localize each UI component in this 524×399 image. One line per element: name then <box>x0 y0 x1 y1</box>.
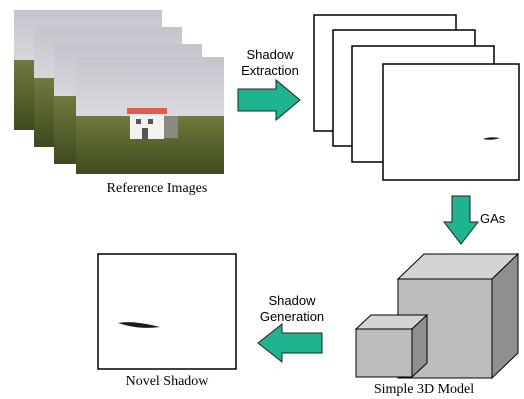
shadow-frame-stack <box>313 14 520 181</box>
novel-shadow-label: Novel Shadow <box>125 374 209 389</box>
novel-shadow-blob <box>118 322 160 328</box>
down-arrow-icon <box>442 195 480 245</box>
reference-images-label: Reference Images <box>106 181 208 196</box>
right-arrow-icon <box>237 78 301 122</box>
shadow-generation-line2: Generation <box>259 309 325 324</box>
novel-shadow-frame <box>97 253 237 370</box>
house-icon <box>127 108 178 139</box>
shadow-generation-line1: Shadow <box>268 293 316 308</box>
gas-label: GAs <box>480 211 506 226</box>
left-arrow-icon <box>257 322 323 364</box>
simple-3d-model-label: Simple 3D Model <box>373 382 475 397</box>
shadow-extraction-line1: Shadow <box>246 47 294 62</box>
shadow-extraction-line2: Extraction <box>241 63 299 78</box>
small-cube <box>354 313 429 379</box>
shadow-extraction-label: Shadow Extraction <box>232 47 308 79</box>
simple-3d-model <box>354 252 520 380</box>
reference-image-4 <box>76 57 224 174</box>
shadow-frame-4 <box>382 63 520 181</box>
reference-image-stack <box>14 10 224 174</box>
extracted-shadow-blob <box>483 137 500 140</box>
shadow-generation-label: Shadow Generation <box>252 293 332 325</box>
